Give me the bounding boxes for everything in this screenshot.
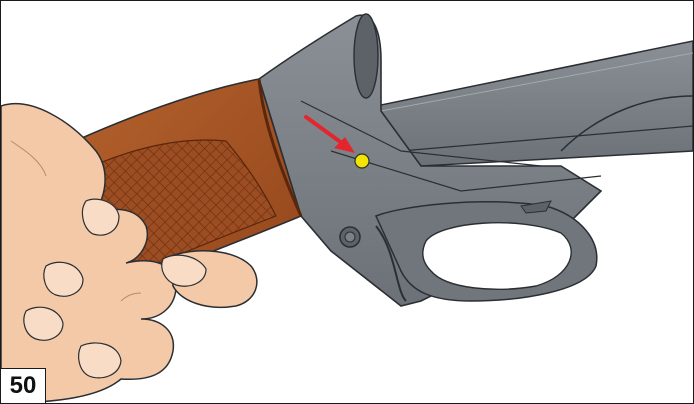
barrel (376, 41, 693, 166)
indicator-dot-icon (355, 154, 369, 168)
figure-number: 50 (1, 368, 46, 403)
receiver-screw (340, 227, 360, 247)
